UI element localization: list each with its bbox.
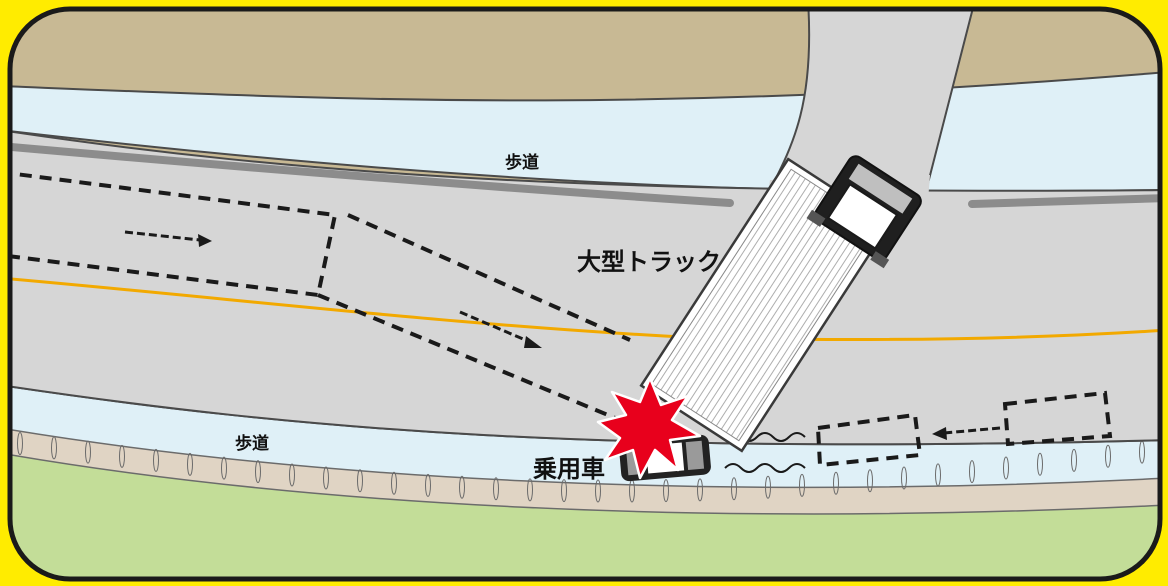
curb-line-right xyxy=(968,194,1160,208)
curb-tick xyxy=(493,477,499,501)
curb-ticks xyxy=(17,432,1145,503)
curb-tick xyxy=(731,477,737,501)
curb-tick xyxy=(969,460,975,484)
curb-tick xyxy=(119,444,125,468)
curb-tick xyxy=(51,436,57,460)
label-sidewalk-top: 歩道 xyxy=(505,152,539,173)
curb-tick xyxy=(833,471,839,495)
truck-path xyxy=(10,170,631,422)
truck xyxy=(639,155,922,453)
curb-tick xyxy=(901,466,907,490)
curb-tick xyxy=(221,456,227,480)
curb-tick xyxy=(935,463,941,487)
curb-tick xyxy=(697,478,703,502)
curb-tick xyxy=(595,479,601,503)
frame-border xyxy=(7,6,1163,582)
curb-tick xyxy=(1037,452,1043,476)
curb-tick xyxy=(391,471,397,495)
curb-tick xyxy=(425,473,431,497)
curb-tick xyxy=(561,479,567,503)
curb-tick xyxy=(255,460,261,484)
car-path xyxy=(815,390,1113,468)
curb-tick xyxy=(527,478,533,502)
center-line xyxy=(10,276,1160,342)
direction-arrows xyxy=(124,230,1001,440)
curb-strip xyxy=(10,427,1160,515)
label-car: 乗用車 xyxy=(533,455,605,483)
curb-tick xyxy=(459,475,465,499)
label-sidewalk-bottom: 歩道 xyxy=(235,433,269,454)
curb-tick xyxy=(1071,448,1077,472)
curb-tick xyxy=(153,448,159,472)
curb-tick xyxy=(187,452,193,476)
curb-tick xyxy=(289,463,295,487)
curb-tick xyxy=(799,473,805,497)
impact-burst xyxy=(596,376,702,480)
curb-line-left xyxy=(10,142,734,207)
curb-tick xyxy=(1003,456,1009,480)
curb-tick xyxy=(357,469,363,493)
curb-tick xyxy=(867,469,873,493)
label-truck: 大型トラック xyxy=(577,248,721,276)
curb-tick xyxy=(765,475,771,499)
curb-tick xyxy=(85,440,91,464)
curb-tick xyxy=(17,432,23,456)
curb-tick xyxy=(323,466,329,490)
curb-tick xyxy=(663,479,669,503)
curb-tick xyxy=(1105,444,1111,468)
